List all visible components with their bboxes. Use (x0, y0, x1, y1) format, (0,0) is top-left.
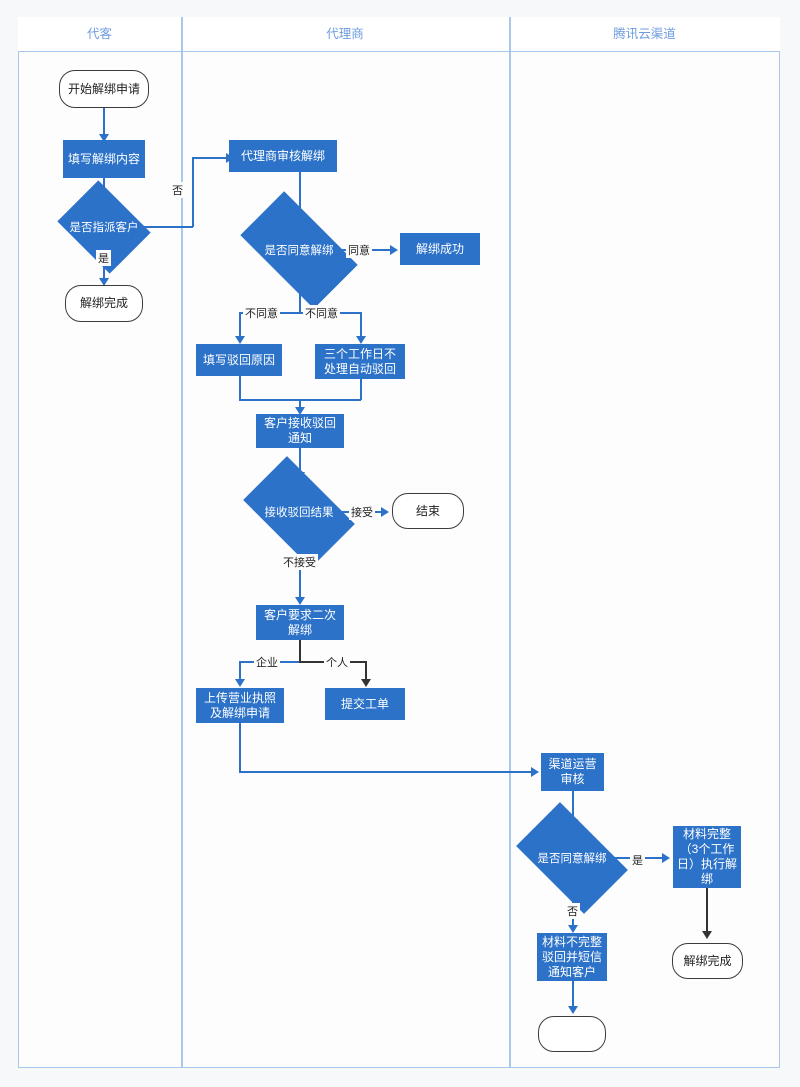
arrowhead-agree-yes (390, 245, 398, 255)
edge-assign-no-h2 (192, 157, 229, 159)
arrowhead-not-accept (295, 597, 305, 605)
swimlane-header-row: 代客 代理商 腾讯云渠道 (18, 17, 780, 52)
node-materials-missing[interactable]: 材料不完整驳回并短信通知客户 (537, 933, 607, 981)
edge-agree-no-left-v (239, 312, 241, 340)
arrowhead-enterprise (235, 679, 245, 687)
arrowhead-customer-notice (295, 407, 305, 415)
edge-missing-to-end (572, 981, 574, 1009)
node-second-unbind[interactable]: 客户要求二次解绑 (256, 605, 344, 640)
node-assign-customer[interactable]: 是否指派客户 (57, 180, 151, 274)
edge-label-individual: 个人 (324, 654, 350, 670)
arrowhead-channel-yes (662, 853, 670, 863)
edge-reject-merge-stem (299, 399, 301, 411)
arrowhead-individual (361, 679, 371, 687)
node-auto-reject[interactable]: 三个工作日不处理自动驳回 (315, 344, 405, 379)
arrowhead-accept (381, 507, 389, 517)
node-channel-agree[interactable]: 是否同意解绑 (516, 802, 628, 914)
edge-label-assign-yes: 是 (96, 250, 111, 266)
edge-label-accept: 接受 (349, 504, 375, 520)
edge-to-channel-v (239, 723, 241, 772)
edge-notice-to-result (299, 448, 301, 476)
edge-agent-to-agree (299, 172, 301, 216)
lane-header-dailishang: 代理商 (326, 27, 364, 41)
edge-assign-no-h (141, 226, 193, 228)
edge-label-not-accept: 不接受 (281, 554, 318, 570)
lane-divider-1 (181, 17, 183, 1068)
edge-not-accept (299, 543, 301, 601)
edge-label-disagree-left: 不同意 (243, 305, 280, 321)
node-reject-result[interactable]: 接收驳回结果 (243, 456, 355, 568)
node-agree-unbind[interactable]: 是否同意解绑 (240, 191, 358, 309)
edge-auto-reject-down (360, 379, 362, 400)
lane-divider-2 (509, 17, 511, 1068)
node-agent-review[interactable]: 代理商审核解绑 (229, 140, 337, 172)
edge-label-channel-yes: 是 (630, 852, 645, 868)
edge-enterprise-v (239, 661, 241, 683)
edge-start-to-fill (103, 108, 105, 138)
edge-to-channel-h (239, 771, 536, 773)
node-unbind-success[interactable]: 解绑成功 (400, 233, 480, 265)
edge-label-disagree-right: 不同意 (303, 305, 340, 321)
arrowhead-start-to-fill (99, 134, 109, 142)
lane-header-daike: 代客 (86, 27, 112, 41)
arrowhead-auto-reject (356, 336, 366, 344)
arrowhead-assign-yes (99, 278, 109, 286)
node-fill-reject-reason[interactable]: 填写驳回原因 (196, 344, 282, 376)
node-unbind-done-left[interactable]: 解绑完成 (65, 285, 143, 322)
edge-agree-no-right-v (360, 312, 362, 340)
edge-agree-no-stem (299, 281, 301, 313)
edge-label-channel-no: 否 (565, 903, 580, 919)
node-unbind-done-right[interactable]: 解绑完成 (672, 943, 743, 979)
arrowhead-channel-no (568, 925, 578, 933)
edge-assign-yes-v (103, 256, 105, 282)
edge-channel-to-decision (572, 791, 574, 823)
node-end-right[interactable] (538, 1016, 606, 1052)
arrowhead-complete-to-done (702, 931, 712, 939)
lane-header-tencent: 腾讯云渠道 (613, 27, 676, 41)
node-fill-unbind[interactable]: 填写解绑内容 (63, 140, 145, 178)
arrowhead-reject-reason (235, 336, 245, 344)
swimlane-frame (18, 17, 780, 1068)
edge-complete-to-done (706, 888, 708, 936)
node-end-middle[interactable]: 结束 (392, 493, 464, 529)
node-channel-review[interactable]: 渠道运营审核 (541, 753, 604, 791)
edge-label-agree-yes: 同意 (346, 242, 372, 258)
edge-split-stem (299, 640, 301, 662)
edge-agree-no-span (239, 312, 361, 314)
arrowhead-missing-to-end (568, 1006, 578, 1014)
edge-reject-reason-down (239, 376, 241, 400)
edge-label-assign-no: 否 (170, 182, 185, 198)
node-submit-ticket[interactable]: 提交工单 (325, 688, 405, 720)
arrowhead-to-channel (531, 767, 539, 777)
node-customer-notice[interactable]: 客户接收驳回通知 (256, 414, 344, 448)
node-materials-complete[interactable]: 材料完整（3个工作日）执行解绑 (673, 826, 741, 888)
edge-individual-v (365, 661, 367, 683)
edge-assign-no-v (192, 157, 194, 227)
node-start-apply[interactable]: 开始解绑申请 (59, 70, 149, 108)
node-upload-license[interactable]: 上传营业执照及解绑申请 (196, 688, 284, 723)
edge-label-enterprise: 企业 (254, 654, 280, 670)
